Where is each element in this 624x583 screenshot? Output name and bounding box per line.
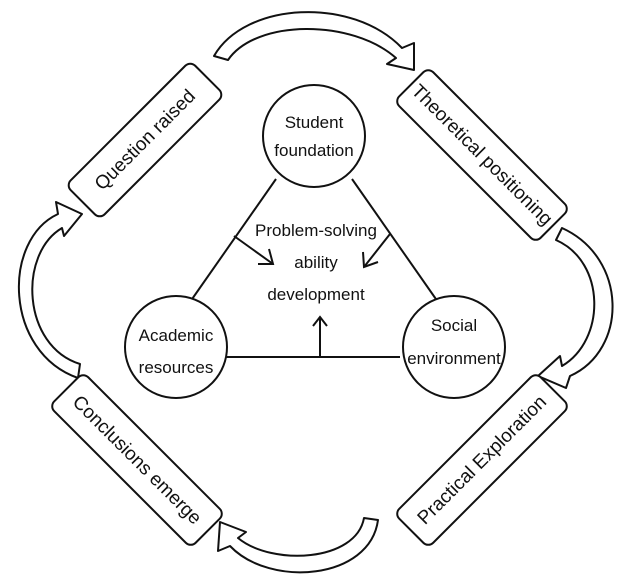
influence-arrow-right [362, 233, 391, 269]
factor-label-line2: foundation [274, 141, 353, 160]
factor-label-line1: Social [431, 316, 477, 335]
influence-arrow-left [233, 235, 275, 265]
center-goal: Problem-solving ability development [255, 221, 377, 304]
cycle-arrow-left [17, 201, 83, 379]
factor-label-line2: environment [407, 349, 501, 368]
step-box-question-raised: Question raised [67, 62, 223, 218]
step-box-practical-exploration: Practical Exploration [396, 374, 568, 546]
factor-label-line1: Student [285, 113, 344, 132]
factor-label-line2: resources [139, 358, 214, 377]
step-label: Conclusions emerge [68, 392, 205, 529]
factor-label-line1: Academic [139, 326, 214, 345]
step-label: Theoretical positioning [407, 81, 556, 230]
triangle-edge-right [351, 178, 439, 303]
cycle-arrow-bottom [217, 517, 379, 574]
step-box-conclusions-emerge: Conclusions emerge [51, 374, 223, 546]
factor-student-foundation: Student foundation [262, 84, 366, 188]
triangle-edge-left [189, 178, 277, 303]
center-label-line3: development [267, 285, 365, 304]
cycle-arrow-top [213, 11, 415, 71]
cycle-arrow-right [537, 227, 614, 389]
step-label: Practical Exploration [414, 392, 551, 529]
influence-arrow-bottom [312, 315, 328, 357]
center-label-line2: ability [294, 253, 338, 272]
factor-academic-resources: Academic resources [124, 295, 228, 399]
step-box-theoretical-positioning: Theoretical positioning [396, 69, 568, 241]
step-label: Question raised [91, 86, 200, 195]
factor-social-environment: Social environment [402, 295, 506, 399]
center-label-line1: Problem-solving [255, 221, 377, 240]
